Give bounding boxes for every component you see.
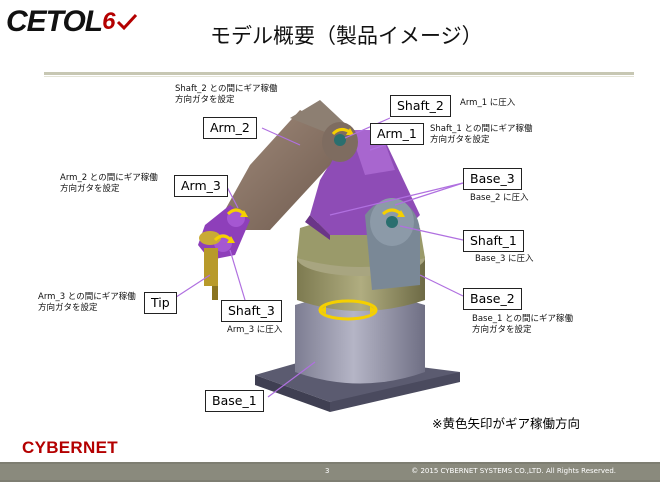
note-arm2-gear: Arm_2 との間にギア稼働 方向ガタを設定 [60, 173, 158, 194]
label-tip: Tip [144, 292, 177, 314]
note-base1-gear: Base_1 との間にギア稼働 方向ガタを設定 [472, 314, 573, 335]
note-arm1-press: Arm_1 に圧入 [460, 98, 516, 108]
note-arm3-gear: Arm_3 との間にギア稼働 方向ガタを設定 [38, 292, 136, 313]
title-rule [44, 72, 634, 75]
label-shaft-3: Shaft_3 [221, 300, 282, 322]
label-shaft-1: Shaft_1 [463, 230, 524, 252]
label-base-2: Base_2 [463, 288, 522, 310]
title-rule-thin [44, 76, 634, 77]
note-shaft2-gear: Shaft_2 との間にギア稼働 方向ガタを設定 [175, 84, 278, 105]
footnote-gear-direction: ※黄色矢印がギア稼働方向 [432, 416, 580, 431]
base-3-part [365, 198, 420, 290]
page-title: モデル概要（製品イメージ） [210, 24, 483, 48]
label-base-1: Base_1 [205, 390, 264, 412]
copyright-text: © 2015 CYBERNET SYSTEMS CO.,LTD. All Rig… [411, 467, 616, 475]
base-1-part [255, 295, 460, 412]
note-shaft1-gear: Shaft_1 との間にギア稼働 方向ガタを設定 [430, 124, 533, 145]
arrow-heads [227, 128, 405, 314]
label-arm-2: Arm_2 [203, 117, 257, 139]
label-shaft-2: Shaft_2 [390, 95, 451, 117]
cybernet-brand: CYBERNET [22, 438, 118, 457]
note-base3-press: Base_3 に圧入 [475, 254, 534, 264]
logo-text: CETOL [6, 5, 103, 38]
check-mark-icon [117, 13, 138, 31]
leader-lines [169, 117, 464, 398]
page-number: 3 [325, 467, 330, 475]
tip-part [199, 231, 221, 300]
label-arm-1: Arm_1 [370, 123, 424, 145]
logo-suffix: 6 [102, 8, 115, 35]
label-arm-3: Arm_3 [174, 175, 228, 197]
note-base2-press: Base_2 に圧入 [470, 193, 529, 203]
footer-bar-inner [0, 464, 660, 480]
note-arm3-press: Arm_3 に圧入 [227, 325, 283, 335]
label-base-3: Base_3 [463, 168, 522, 190]
cetol-logo: CETOL 6 [6, 4, 138, 40]
